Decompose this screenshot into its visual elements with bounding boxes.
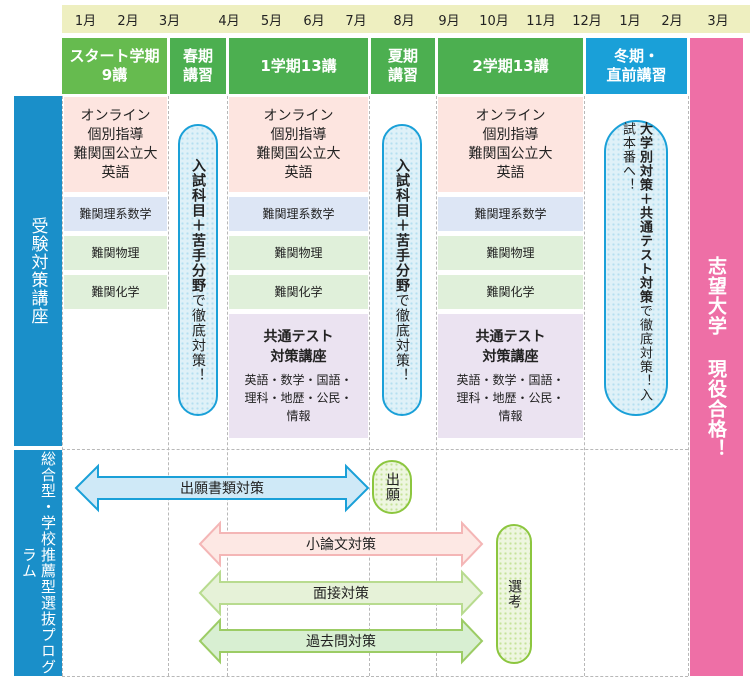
month-label: 2月	[117, 13, 139, 29]
grid-line	[227, 96, 228, 676]
capsule-winter-text: 大学別対策＋共通テスト対策で徹底対策！入試本番へ！	[620, 122, 652, 402]
course-math-start: 難関理系数学	[64, 197, 167, 231]
course-online-t1: オンライン 個別指導 難関国公立大 英語	[229, 97, 368, 192]
side-label-exam: 受験対策講座	[14, 96, 62, 446]
course-common-t2: 共通テスト 対策講座 英語・数学・国語・ 理科・地歴・公民・ 情報	[438, 314, 583, 438]
capsule-selection: 選考	[496, 524, 532, 664]
grid-line	[688, 96, 689, 676]
capsule-summer: 入試科目＋苦手分野で徹底対策！	[382, 124, 422, 416]
grid-line	[62, 96, 63, 676]
course-chem-t2: 難関化学	[438, 275, 583, 309]
capsule-spring: 入試科目＋苦手分野で徹底対策！	[178, 124, 218, 416]
course-online-t2: オンライン 個別指導 難関国公立大 英語	[438, 97, 583, 192]
course-physics-t2: 難関物理	[438, 236, 583, 270]
term-winter: 冬期・ 直前講習	[586, 38, 687, 94]
month-label: 3月	[707, 13, 729, 29]
goal-banner: 志望大学 現役合格！	[690, 38, 743, 676]
course-chem-t1: 難関化学	[229, 275, 368, 309]
course-math-t2: 難関理系数学	[438, 197, 583, 231]
grid-line	[369, 96, 370, 676]
month-label: 8月	[393, 13, 415, 29]
term-summer: 夏期 講習	[371, 38, 435, 94]
month-label: 12月	[572, 13, 602, 29]
term-start: スタート学期 9講	[62, 38, 167, 94]
capsule-apply-text: 出願	[384, 472, 400, 502]
month-label: 3月	[158, 13, 181, 29]
arrow-essay-label: 小論文対策	[306, 537, 376, 553]
month-label: 1月	[619, 13, 641, 29]
month-label: 11月	[526, 13, 556, 29]
arrow-interview	[198, 569, 484, 617]
grid-line	[584, 96, 585, 676]
course-physics-t1: 難関物理	[229, 236, 368, 270]
goal-text: 志望大学 現役合格！	[705, 255, 727, 459]
month-header	[62, 5, 750, 33]
course-common-t1: 共通テスト 対策講座 英語・数学・国語・ 理科・地歴・公民・ 情報	[229, 314, 368, 438]
term-2: 2学期13講	[438, 38, 583, 94]
side-label-ao-text: 総合型・学校推薦型選抜プログラム	[20, 451, 57, 675]
common-test-title: 共通テスト 対策講座	[475, 329, 546, 365]
capsule-apply: 出願	[372, 460, 412, 514]
month-label: 1月	[74, 13, 97, 29]
month-label: 6月	[303, 13, 325, 29]
course-math-t1: 難関理系数学	[229, 197, 368, 231]
course-online-start: オンライン 個別指導 難関国公立大 英語	[64, 97, 167, 192]
month-label: 5月	[260, 13, 283, 29]
course-chem-start: 難関化学	[64, 275, 167, 309]
month-label: 2月	[661, 13, 683, 29]
arrow-essay	[198, 520, 484, 568]
capsule-spring-text: 入試科目＋苦手分野で徹底対策！	[190, 157, 206, 383]
bottom-line	[62, 676, 688, 677]
arrow-pastq	[198, 617, 484, 665]
side-label-ao: 総合型・学校推薦型選抜プログラム	[14, 450, 62, 676]
month-label: 7月	[345, 13, 367, 29]
month-label: 9月	[438, 13, 460, 29]
month-label: 4月	[218, 13, 240, 29]
grid-line	[436, 96, 437, 676]
arrow-docs-label: 出願書類対策	[180, 481, 264, 497]
capsule-selection-text: 選考	[506, 579, 522, 609]
arrow-interview-label: 面接対策	[313, 586, 369, 602]
course-physics-start: 難関物理	[64, 236, 167, 270]
grid-line	[168, 96, 169, 676]
arrow-docs	[74, 463, 370, 513]
term-spring: 春期 講習	[170, 38, 226, 94]
side-label-exam-text: 受験対策講座	[27, 217, 48, 325]
capsule-summer-text: 入試科目＋苦手分野で徹底対策！	[394, 157, 410, 383]
common-test-subjects: 英語・数学・国語・ 理科・地歴・公民・ 情報	[244, 373, 353, 423]
term-1: 1学期13講	[229, 38, 368, 94]
common-test-title: 共通テスト 対策講座	[263, 329, 334, 365]
section-divider	[62, 449, 688, 450]
month-label: 10月	[479, 13, 509, 29]
arrow-pastq-label: 過去問対策	[306, 634, 376, 650]
capsule-winter: 大学別対策＋共通テスト対策で徹底対策！入試本番へ！	[604, 120, 668, 416]
common-test-subjects: 英語・数学・国語・ 理科・地歴・公民・ 情報	[456, 373, 565, 423]
